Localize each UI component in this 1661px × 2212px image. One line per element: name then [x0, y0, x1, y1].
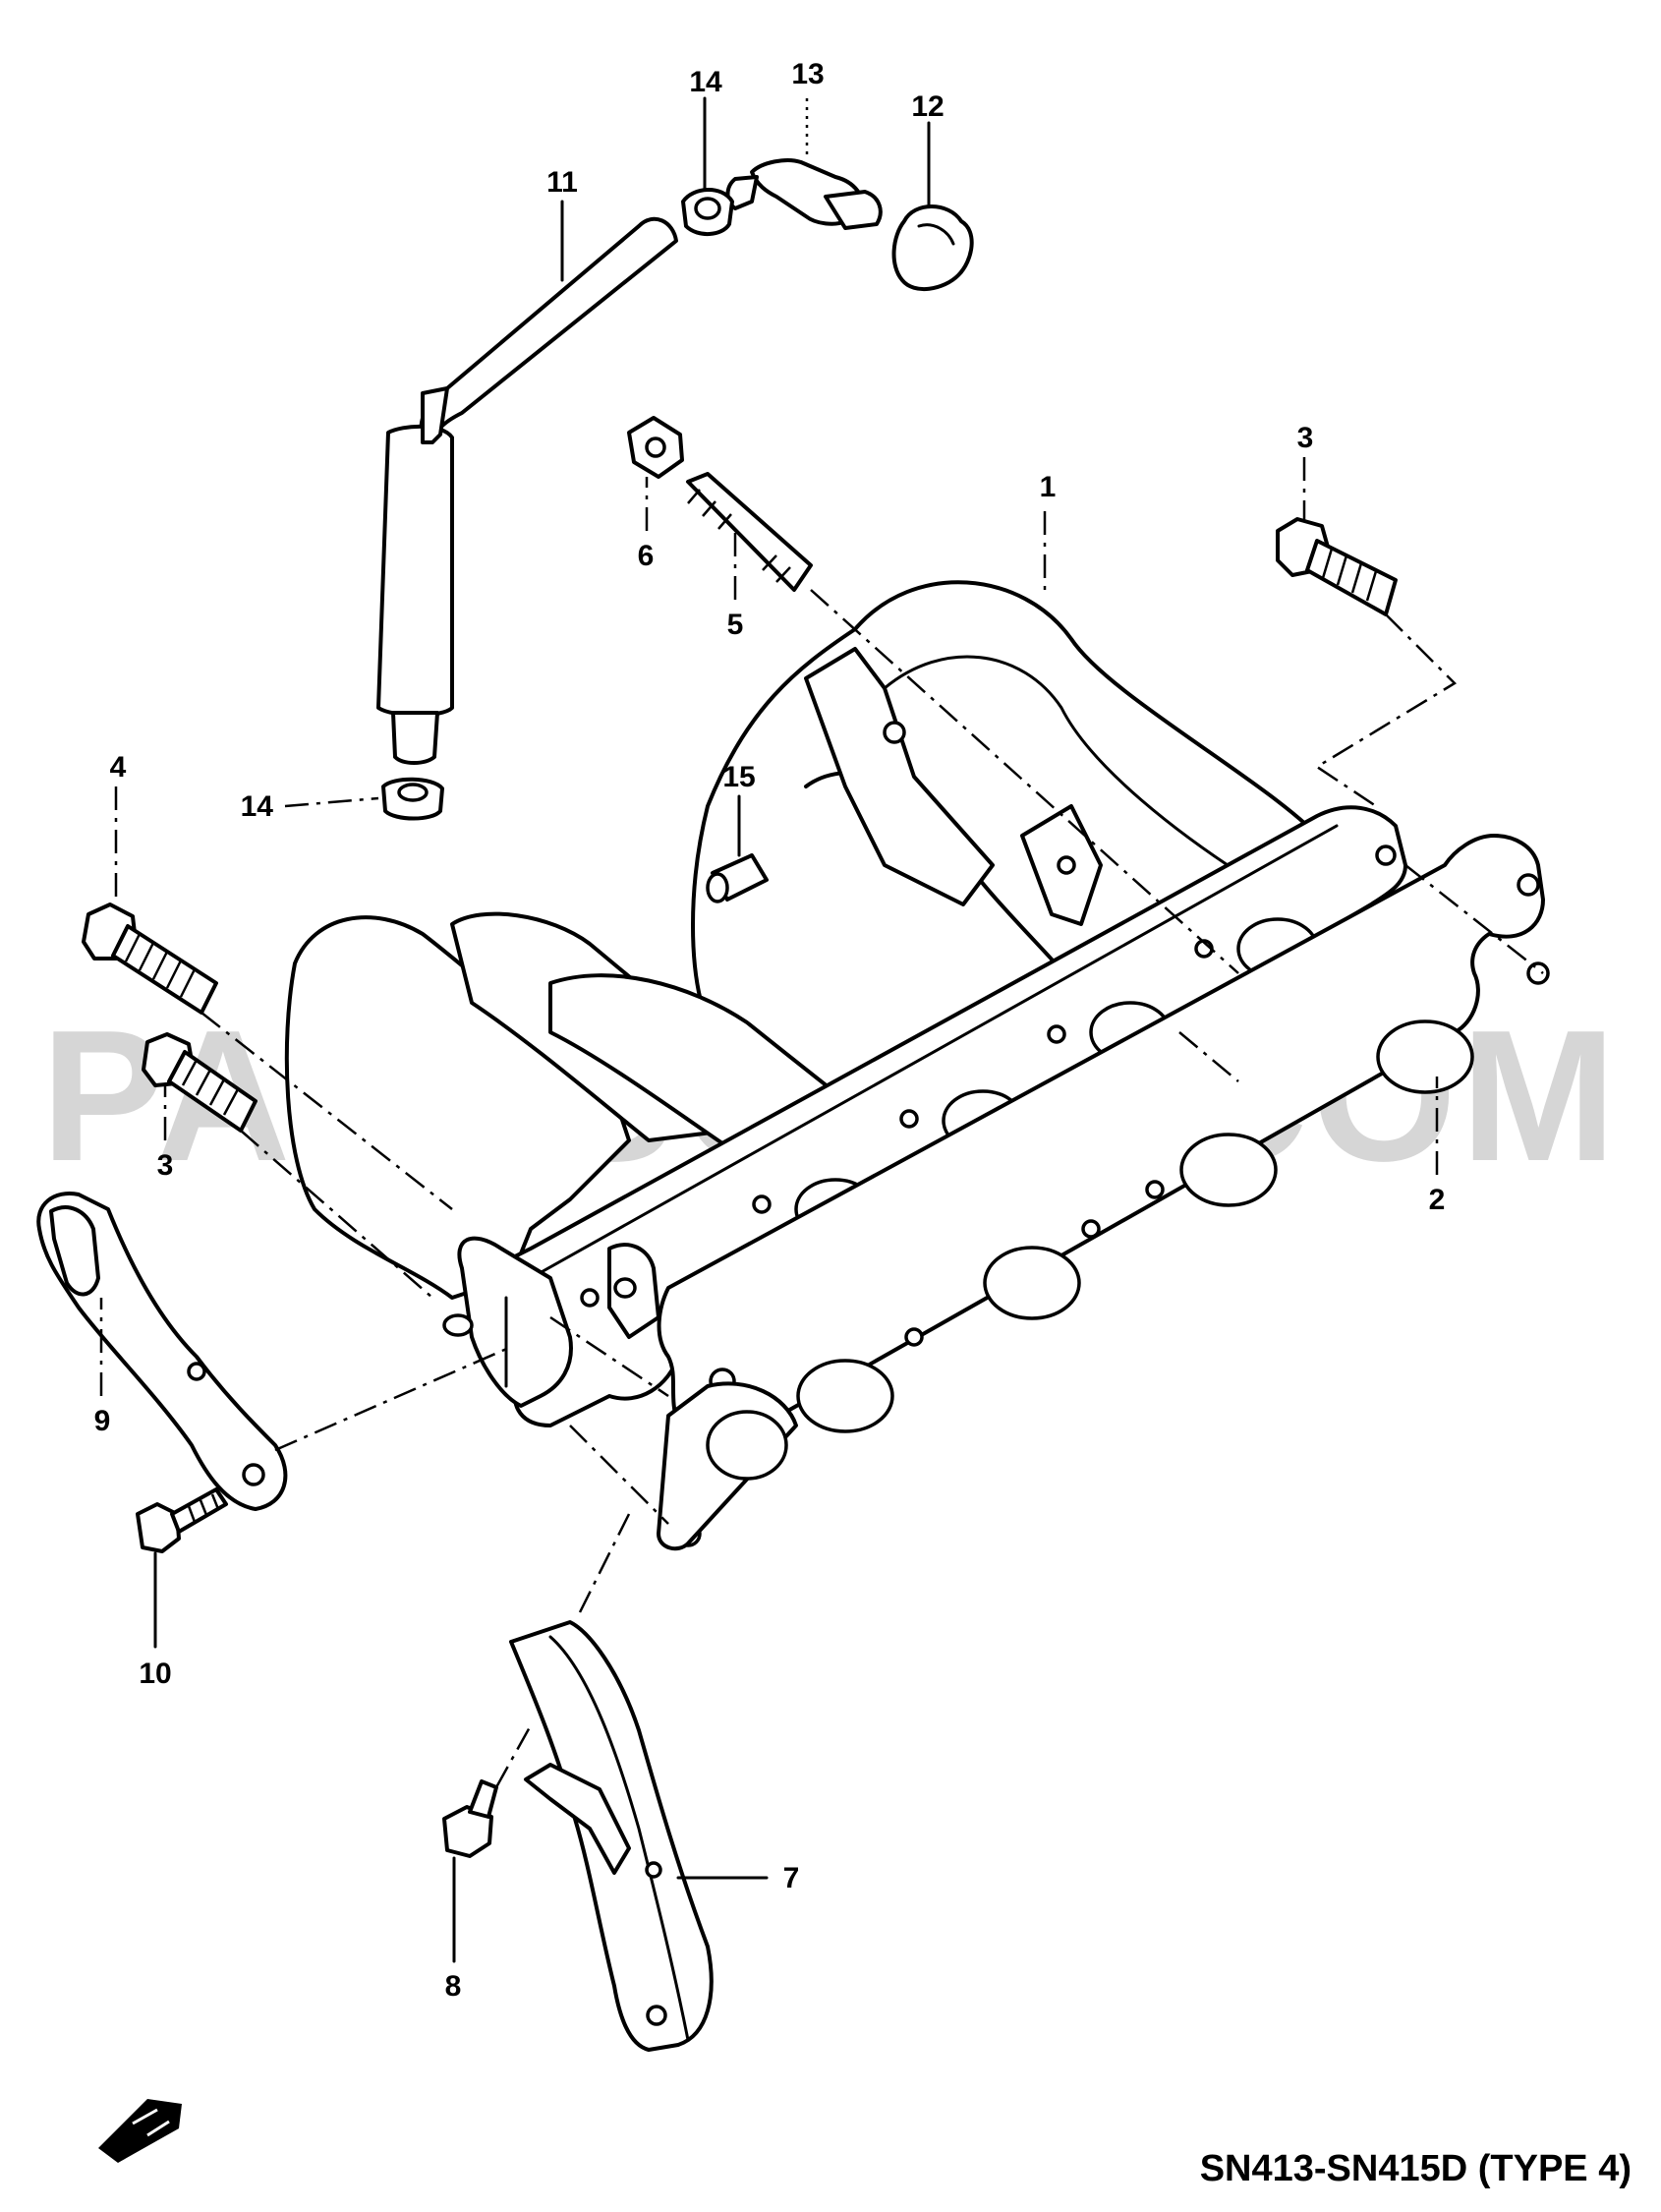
- bolt-part10[interactable]: [136, 1487, 228, 1553]
- breather-hose[interactable]: [376, 216, 678, 765]
- long-bolt[interactable]: [82, 902, 218, 1015]
- heat-shield-bracket[interactable]: [509, 1620, 714, 2052]
- leader-lines: [99, 96, 1544, 1963]
- bolt-part8[interactable]: [442, 1779, 498, 1858]
- bolt-upper-right[interactable]: [1276, 517, 1398, 616]
- front-direction-arrow-icon: [98, 2099, 182, 2163]
- callout-2: 2: [1429, 1184, 1446, 1216]
- sleeve[interactable]: [706, 853, 769, 903]
- exhaust-manifold[interactable]: [284, 580, 1407, 1427]
- callout-labels: 1 2 3 3 4 5 6 7 8 9 10 11 12 13 14 14 15: [94, 58, 1446, 2003]
- bracket-strap[interactable]: [36, 1192, 288, 1511]
- callout-6: 6: [638, 540, 655, 572]
- callout-13: 13: [791, 58, 824, 90]
- callout-15: 15: [722, 761, 755, 793]
- callout-12: 12: [911, 90, 944, 123]
- bolt-left[interactable]: [142, 1032, 258, 1133]
- callout-14-left: 14: [241, 790, 274, 823]
- callout-3-upper: 3: [1297, 422, 1314, 454]
- pcv-valve[interactable]: [725, 158, 883, 230]
- callout-1: 1: [1040, 471, 1057, 503]
- callout-3-left: 3: [157, 1149, 174, 1182]
- callout-10: 10: [139, 1658, 171, 1690]
- nut[interactable]: [627, 416, 684, 479]
- callout-14-top: 14: [689, 66, 722, 98]
- callout-7: 7: [783, 1862, 800, 1894]
- callout-4: 4: [110, 751, 127, 784]
- model-label: SN413-SN415D (TYPE 4): [1200, 2148, 1632, 2189]
- callout-5: 5: [727, 609, 744, 641]
- hose-clip-left[interactable]: [381, 777, 444, 821]
- hose-clip-top[interactable]: [681, 188, 734, 236]
- grommet-cap[interactable]: [891, 204, 974, 292]
- manifold-gasket[interactable]: [657, 834, 1550, 1551]
- callout-9: 9: [94, 1405, 111, 1437]
- stud[interactable]: [686, 472, 813, 592]
- callout-11: 11: [546, 166, 578, 199]
- callout-8: 8: [445, 1970, 462, 2003]
